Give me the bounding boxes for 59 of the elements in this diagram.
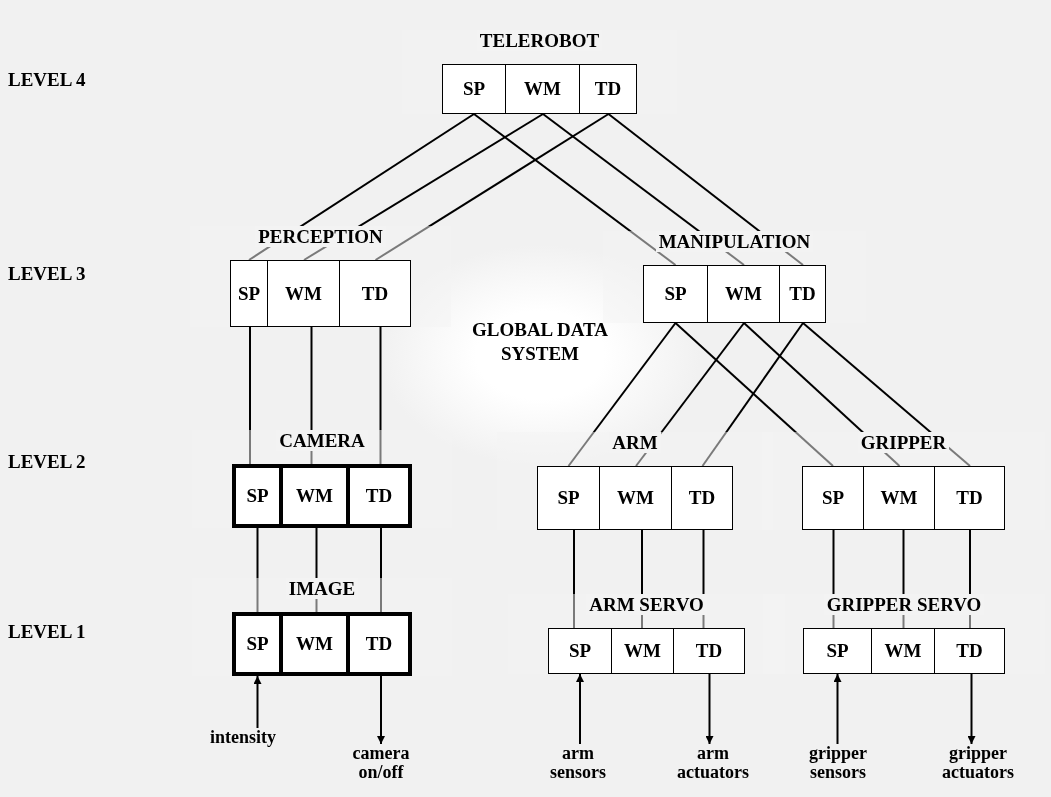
connector-line [473,113,677,266]
function-cell: SP [643,265,708,323]
function-cell: WM [283,464,350,528]
connector-line [573,529,575,629]
connector-line [380,527,382,613]
module-title: ARM [609,432,661,453]
connector-line [256,527,259,613]
signal-label: intensity [188,728,298,747]
function-cell: SP [232,464,283,528]
function-cell: SP [537,466,600,530]
function-cell: TD [935,466,1005,530]
function-cell: WM [600,466,672,530]
signal-label: camera on/off [346,744,416,782]
level-label: LEVEL 2 [8,450,86,474]
signal-label: arm actuators [673,744,753,782]
function-cell: SP [802,466,864,530]
arrow [377,675,385,745]
connector-line [374,113,610,261]
function-cell: WM [612,628,674,674]
signal-label: gripper actuators [938,744,1018,782]
function-cell: WM [864,466,935,530]
function-cell: WM [268,260,340,327]
signal-label: arm sensors [543,744,613,782]
function-cell: TD [350,464,412,528]
system-label: GLOBAL DATA SYSTEM [471,318,609,366]
connector-line [379,326,382,465]
arrow [705,673,714,745]
function-cell: SP [548,628,612,674]
arrow [967,673,976,745]
level-label: LEVEL 1 [8,620,86,644]
connector-line [635,322,745,467]
signal-label: gripper sensors [803,744,873,782]
connector-line [674,322,834,467]
function-cell: TD [350,612,412,676]
function-cell: SP [442,64,506,114]
connector-line [701,322,804,467]
connector-line [567,322,677,467]
function-cell: TD [672,466,733,530]
connector-line [802,322,971,467]
function-cell: SP [230,260,268,327]
function-cell: SP [232,612,283,676]
function-cell: WM [872,628,935,674]
module-title: ARM SERVO [586,594,707,615]
module-title: PERCEPTION [255,226,386,247]
function-cell: TD [340,260,411,327]
function-cell: TD [935,628,1005,674]
function-cell: WM [506,64,580,114]
level-label: LEVEL 4 [8,68,86,92]
level-label: LEVEL 3 [8,262,86,286]
function-cell: SP [803,628,872,674]
arrow [833,673,842,745]
arrow [253,675,262,729]
function-cell: TD [780,265,826,323]
arrow [576,673,584,745]
function-cell: WM [708,265,780,323]
function-cell: TD [674,628,745,674]
function-cell: TD [580,64,637,114]
function-cell: WM [283,612,350,676]
connector-line [249,326,251,465]
